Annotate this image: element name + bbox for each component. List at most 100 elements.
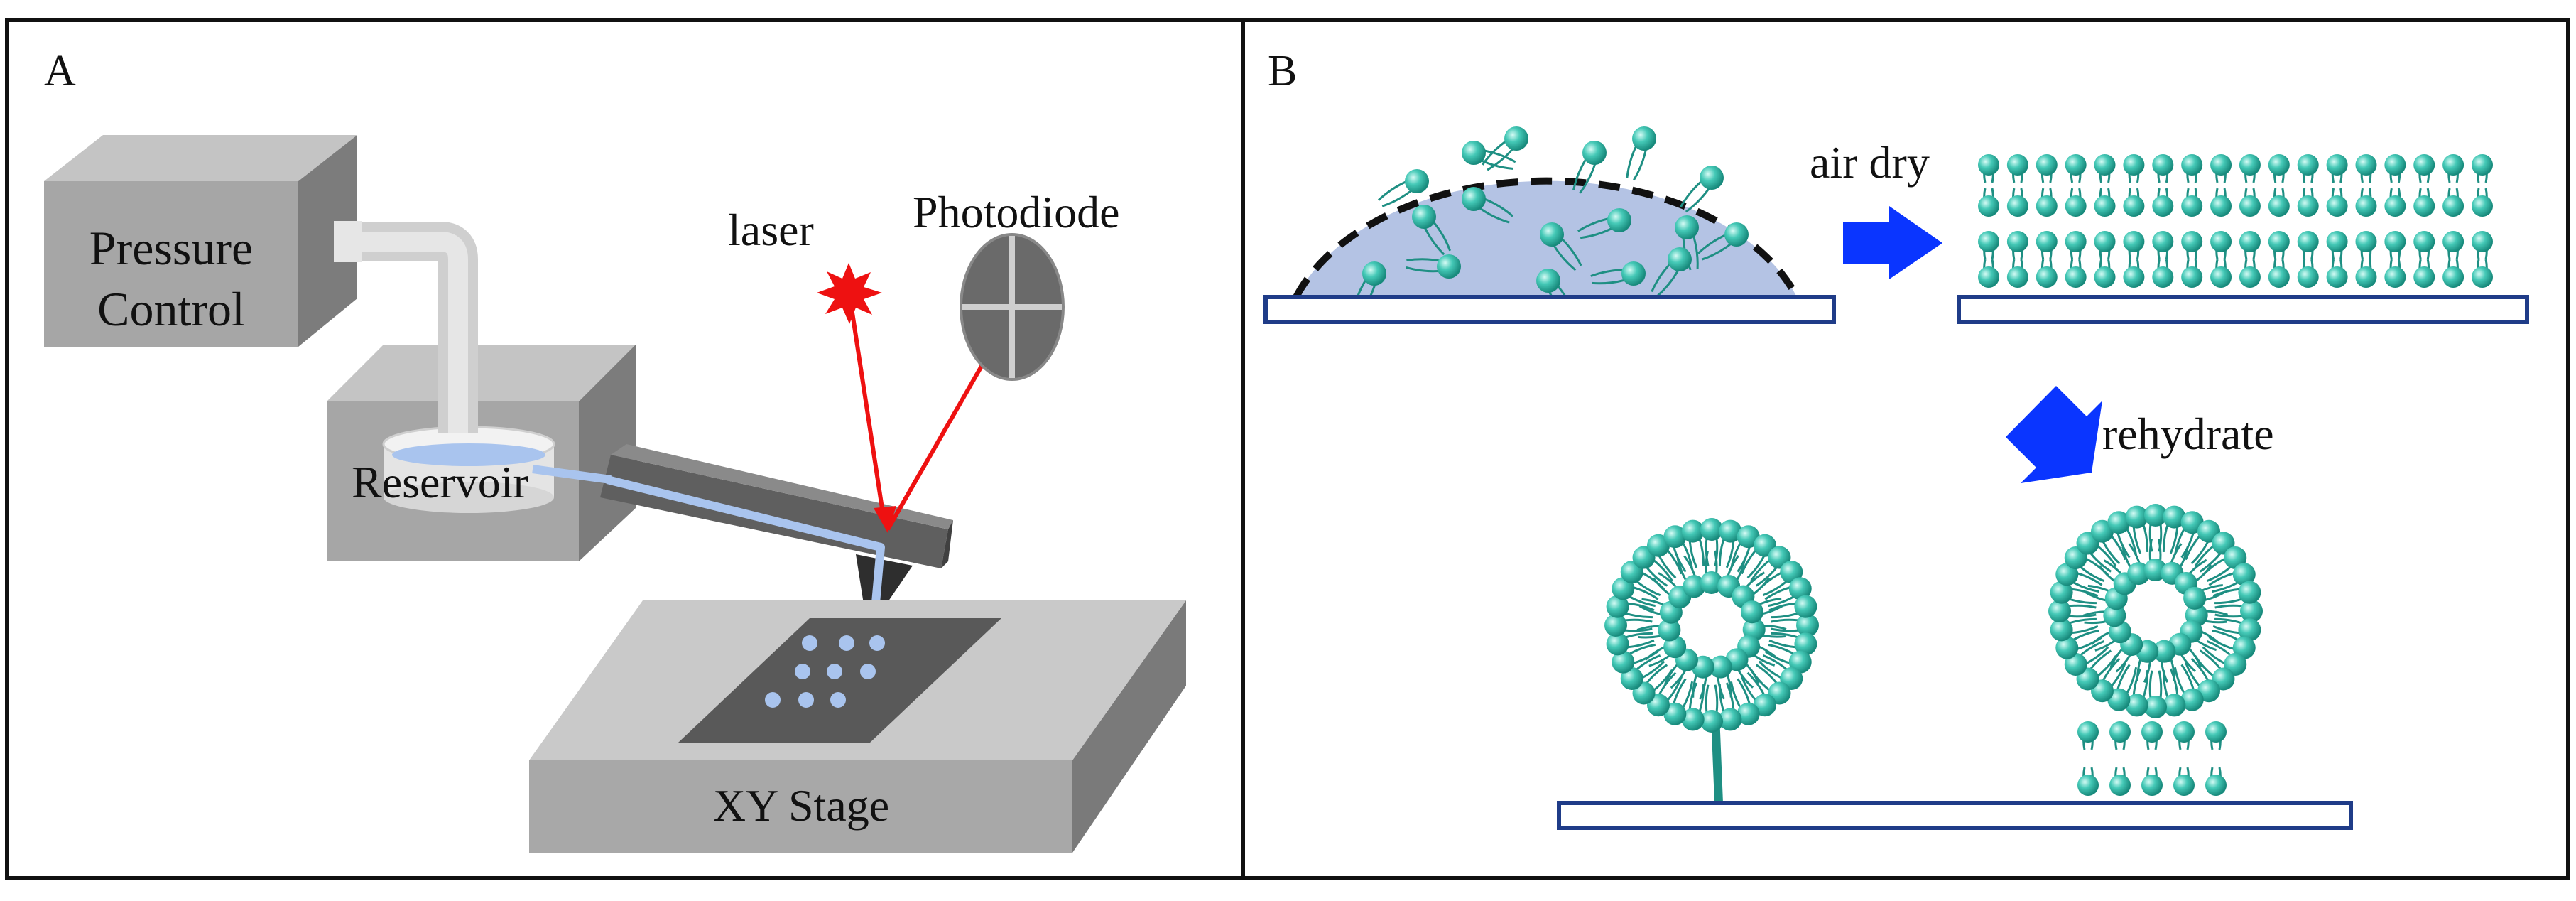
lipid-head [2384, 266, 2406, 288]
rehydrate-arrow-icon [2006, 386, 2102, 483]
lipid-head [2094, 231, 2116, 252]
lipid-head [2036, 231, 2058, 252]
lipid-head [2238, 618, 2261, 642]
lipid-head [1462, 141, 1486, 165]
lipid-head [2472, 154, 2493, 176]
lipid-head [1737, 702, 1760, 725]
lipid-head [2065, 266, 2087, 288]
lipid-head [2153, 640, 2176, 663]
panel-b: B air dry rehydrate [1263, 47, 2529, 830]
lipid-head [2238, 581, 2261, 604]
lipid-head [2094, 154, 2116, 176]
photodiode-label: Photodiode [913, 187, 1120, 237]
lipid-head [2268, 266, 2290, 288]
lipid-head [1540, 222, 1564, 247]
lipid-head [2144, 696, 2167, 718]
lipid-head [2384, 154, 2406, 176]
lipid-head [2240, 600, 2263, 622]
lipid-head [2006, 231, 2028, 252]
lipid-head [2413, 195, 2435, 217]
lipid-head [2268, 154, 2290, 176]
lipid-head [1978, 154, 1999, 176]
lipid-head [2125, 505, 2148, 529]
lipid-head [1724, 222, 1749, 247]
lipid-head [2239, 231, 2261, 252]
lipid-head [1536, 269, 1560, 293]
lipid-head [2210, 231, 2232, 252]
lipid-head [2065, 231, 2087, 252]
lipid-head [2055, 636, 2079, 659]
vesicle-left [1604, 518, 1819, 733]
air-dry-arrow-icon [1843, 206, 1942, 279]
lipid-head [1362, 261, 1386, 286]
lipid-head [2173, 775, 2195, 796]
lipid-head [2472, 266, 2493, 288]
reservoir-well [382, 426, 555, 513]
lipid-head [2442, 154, 2464, 176]
lipid-head [1663, 525, 1687, 549]
lipid-head [1612, 650, 1635, 674]
lipid-head [2297, 154, 2319, 176]
lipid-head [2472, 231, 2493, 252]
substrate-dried [1957, 295, 2529, 324]
lipid-head [2006, 154, 2028, 176]
lipid-head [2125, 694, 2148, 717]
lipid-head [2123, 266, 2145, 288]
lipid-head [2384, 195, 2406, 217]
lipid-head [2036, 266, 2058, 288]
substrate-bottom [1557, 801, 2353, 830]
lipid-head [1683, 575, 1706, 598]
pressure-control-label-line2: Control [97, 282, 245, 336]
lipid-head [1700, 518, 1723, 541]
figure-border [5, 18, 2570, 880]
lipid-head [2107, 511, 2131, 534]
lipid-head [2048, 600, 2071, 622]
lipid-head [2123, 231, 2145, 252]
lipid-head [2297, 195, 2319, 217]
pressure-control-label-line1: Pressure [89, 221, 253, 275]
lipid-head [2103, 604, 2126, 627]
lipid-head [1788, 577, 1812, 600]
lipid-head [1681, 519, 1705, 543]
lipid-head [1978, 195, 1999, 217]
lipid-head [2181, 195, 2203, 217]
lipid-head [2006, 195, 2028, 217]
lipid-head [2210, 195, 2232, 217]
lipid-head [2442, 266, 2464, 288]
lipid-head [2152, 266, 2174, 288]
lipid-head [2326, 154, 2348, 176]
lipid-head [2123, 154, 2145, 176]
lipid-head [1606, 595, 1629, 618]
lipid-head [2442, 231, 2464, 252]
lipid-head [1675, 215, 1699, 239]
droplet-lipids [1352, 126, 1749, 320]
lipid-head [2173, 721, 2195, 743]
lipid-head [2268, 195, 2290, 217]
lipid-head [1621, 261, 1646, 286]
lipid-head [2326, 266, 2348, 288]
reservoir-label: Reservoir [352, 457, 528, 507]
lipid-head [2163, 694, 2186, 717]
lipid-head [1700, 571, 1723, 595]
lipid-head [2152, 195, 2174, 217]
lipid-head [2006, 266, 2028, 288]
deposited-spots [765, 635, 885, 708]
droplet-outline [1293, 177, 1800, 299]
lipid-head [2152, 231, 2174, 252]
laser-label: laser [728, 205, 814, 255]
lipid-head [1719, 708, 1742, 731]
lipid-head [2109, 721, 2131, 743]
lipid-head [1794, 595, 1817, 618]
lipid-head [1796, 614, 1819, 637]
lipid-head [2181, 154, 2203, 176]
lipid-head [2205, 775, 2227, 796]
lipid-head [2355, 266, 2377, 288]
lipid-head [2326, 231, 2348, 252]
lipid-head [1604, 614, 1627, 637]
lipid-head [1740, 600, 1763, 624]
lipid-head [2355, 195, 2377, 217]
laser-source: laser [728, 205, 882, 324]
lipid-head [1978, 266, 1999, 288]
lipid-head [1405, 169, 1429, 193]
